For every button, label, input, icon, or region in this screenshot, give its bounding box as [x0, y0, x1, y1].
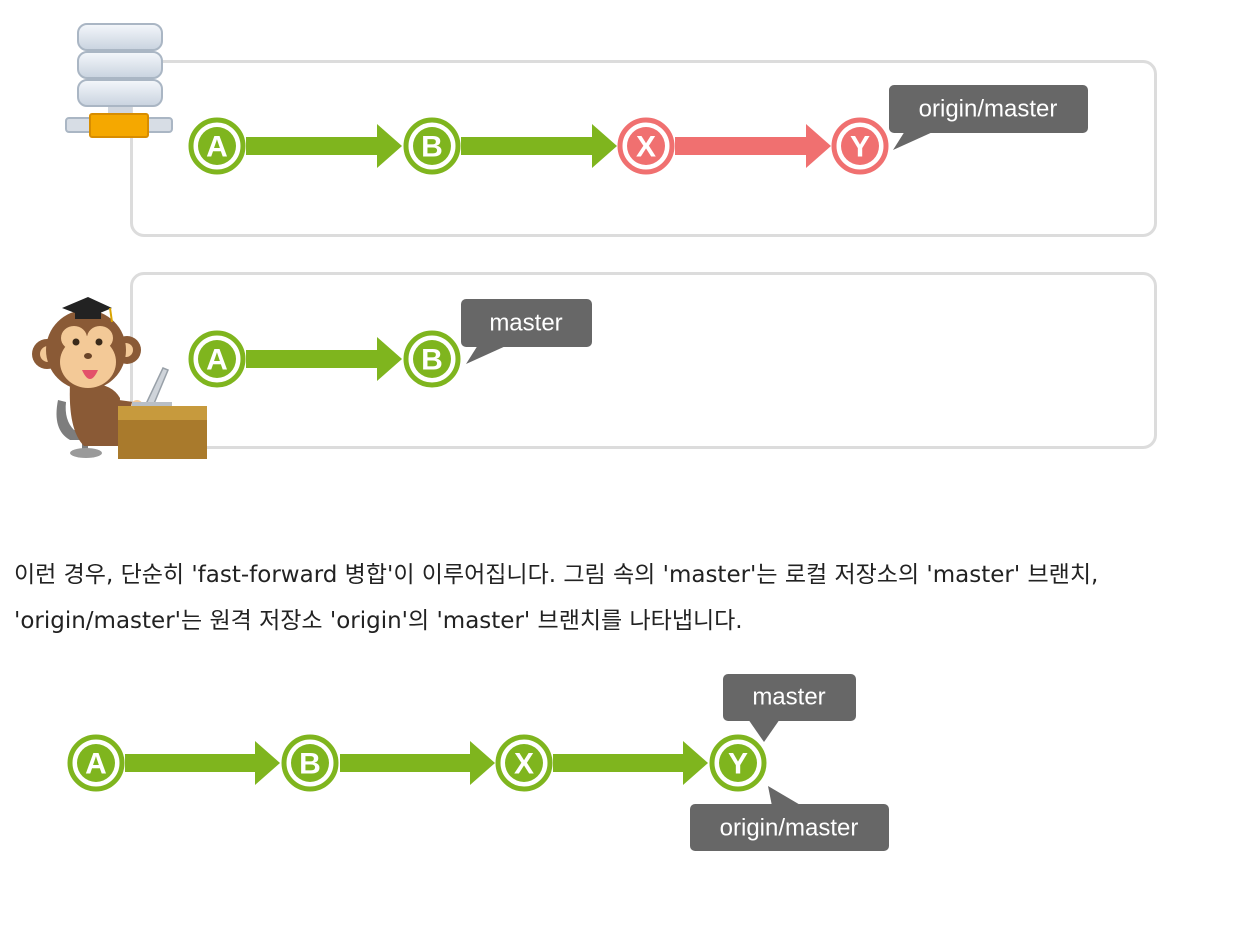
svg-text:B: B	[299, 748, 321, 781]
origin-master-label: origin/master	[889, 85, 1088, 150]
merged-commit-b: B	[281, 734, 339, 792]
merged-commit-a: A	[67, 734, 125, 792]
svg-text:A: A	[85, 748, 107, 781]
svg-text:origin/master: origin/master	[919, 96, 1058, 123]
local-commit-a: A	[188, 330, 246, 388]
svg-text:Y: Y	[850, 131, 870, 164]
master-label: master	[461, 299, 592, 364]
merged-commit-x: X	[495, 734, 553, 792]
description-text: 이런 경우, 단순히 'fast-forward 병합'이 이루어집니다. 그림…	[14, 562, 1099, 634]
remote-commit-x: X	[617, 117, 675, 175]
local-commit-graph: A B master	[188, 299, 592, 388]
remote-commit-a: A	[188, 117, 246, 175]
remote-commit-y: Y	[831, 117, 889, 175]
svg-text:X: X	[636, 131, 656, 164]
server-icon	[65, 23, 173, 138]
svg-text:master: master	[752, 684, 825, 711]
monkey-at-desk-icon	[32, 297, 207, 459]
svg-text:B: B	[421, 344, 443, 377]
merged-commit-y: Y	[709, 734, 767, 792]
svg-text:X: X	[514, 748, 534, 781]
svg-text:A: A	[206, 131, 228, 164]
local-commit-b: B	[403, 330, 461, 388]
svg-text:Y: Y	[728, 748, 748, 781]
svg-text:B: B	[421, 131, 443, 164]
merged-origin-master-label: origin/master	[690, 786, 889, 851]
merged-commit-graph: A B X Y master origin/master	[67, 674, 889, 851]
merged-master-label: master	[723, 674, 856, 742]
svg-text:A: A	[206, 344, 228, 377]
remote-commit-graph: A B X Y origin/master	[188, 85, 1088, 175]
svg-text:origin/master: origin/master	[720, 815, 859, 842]
svg-text:master: master	[489, 310, 562, 337]
remote-commit-b: B	[403, 117, 461, 175]
